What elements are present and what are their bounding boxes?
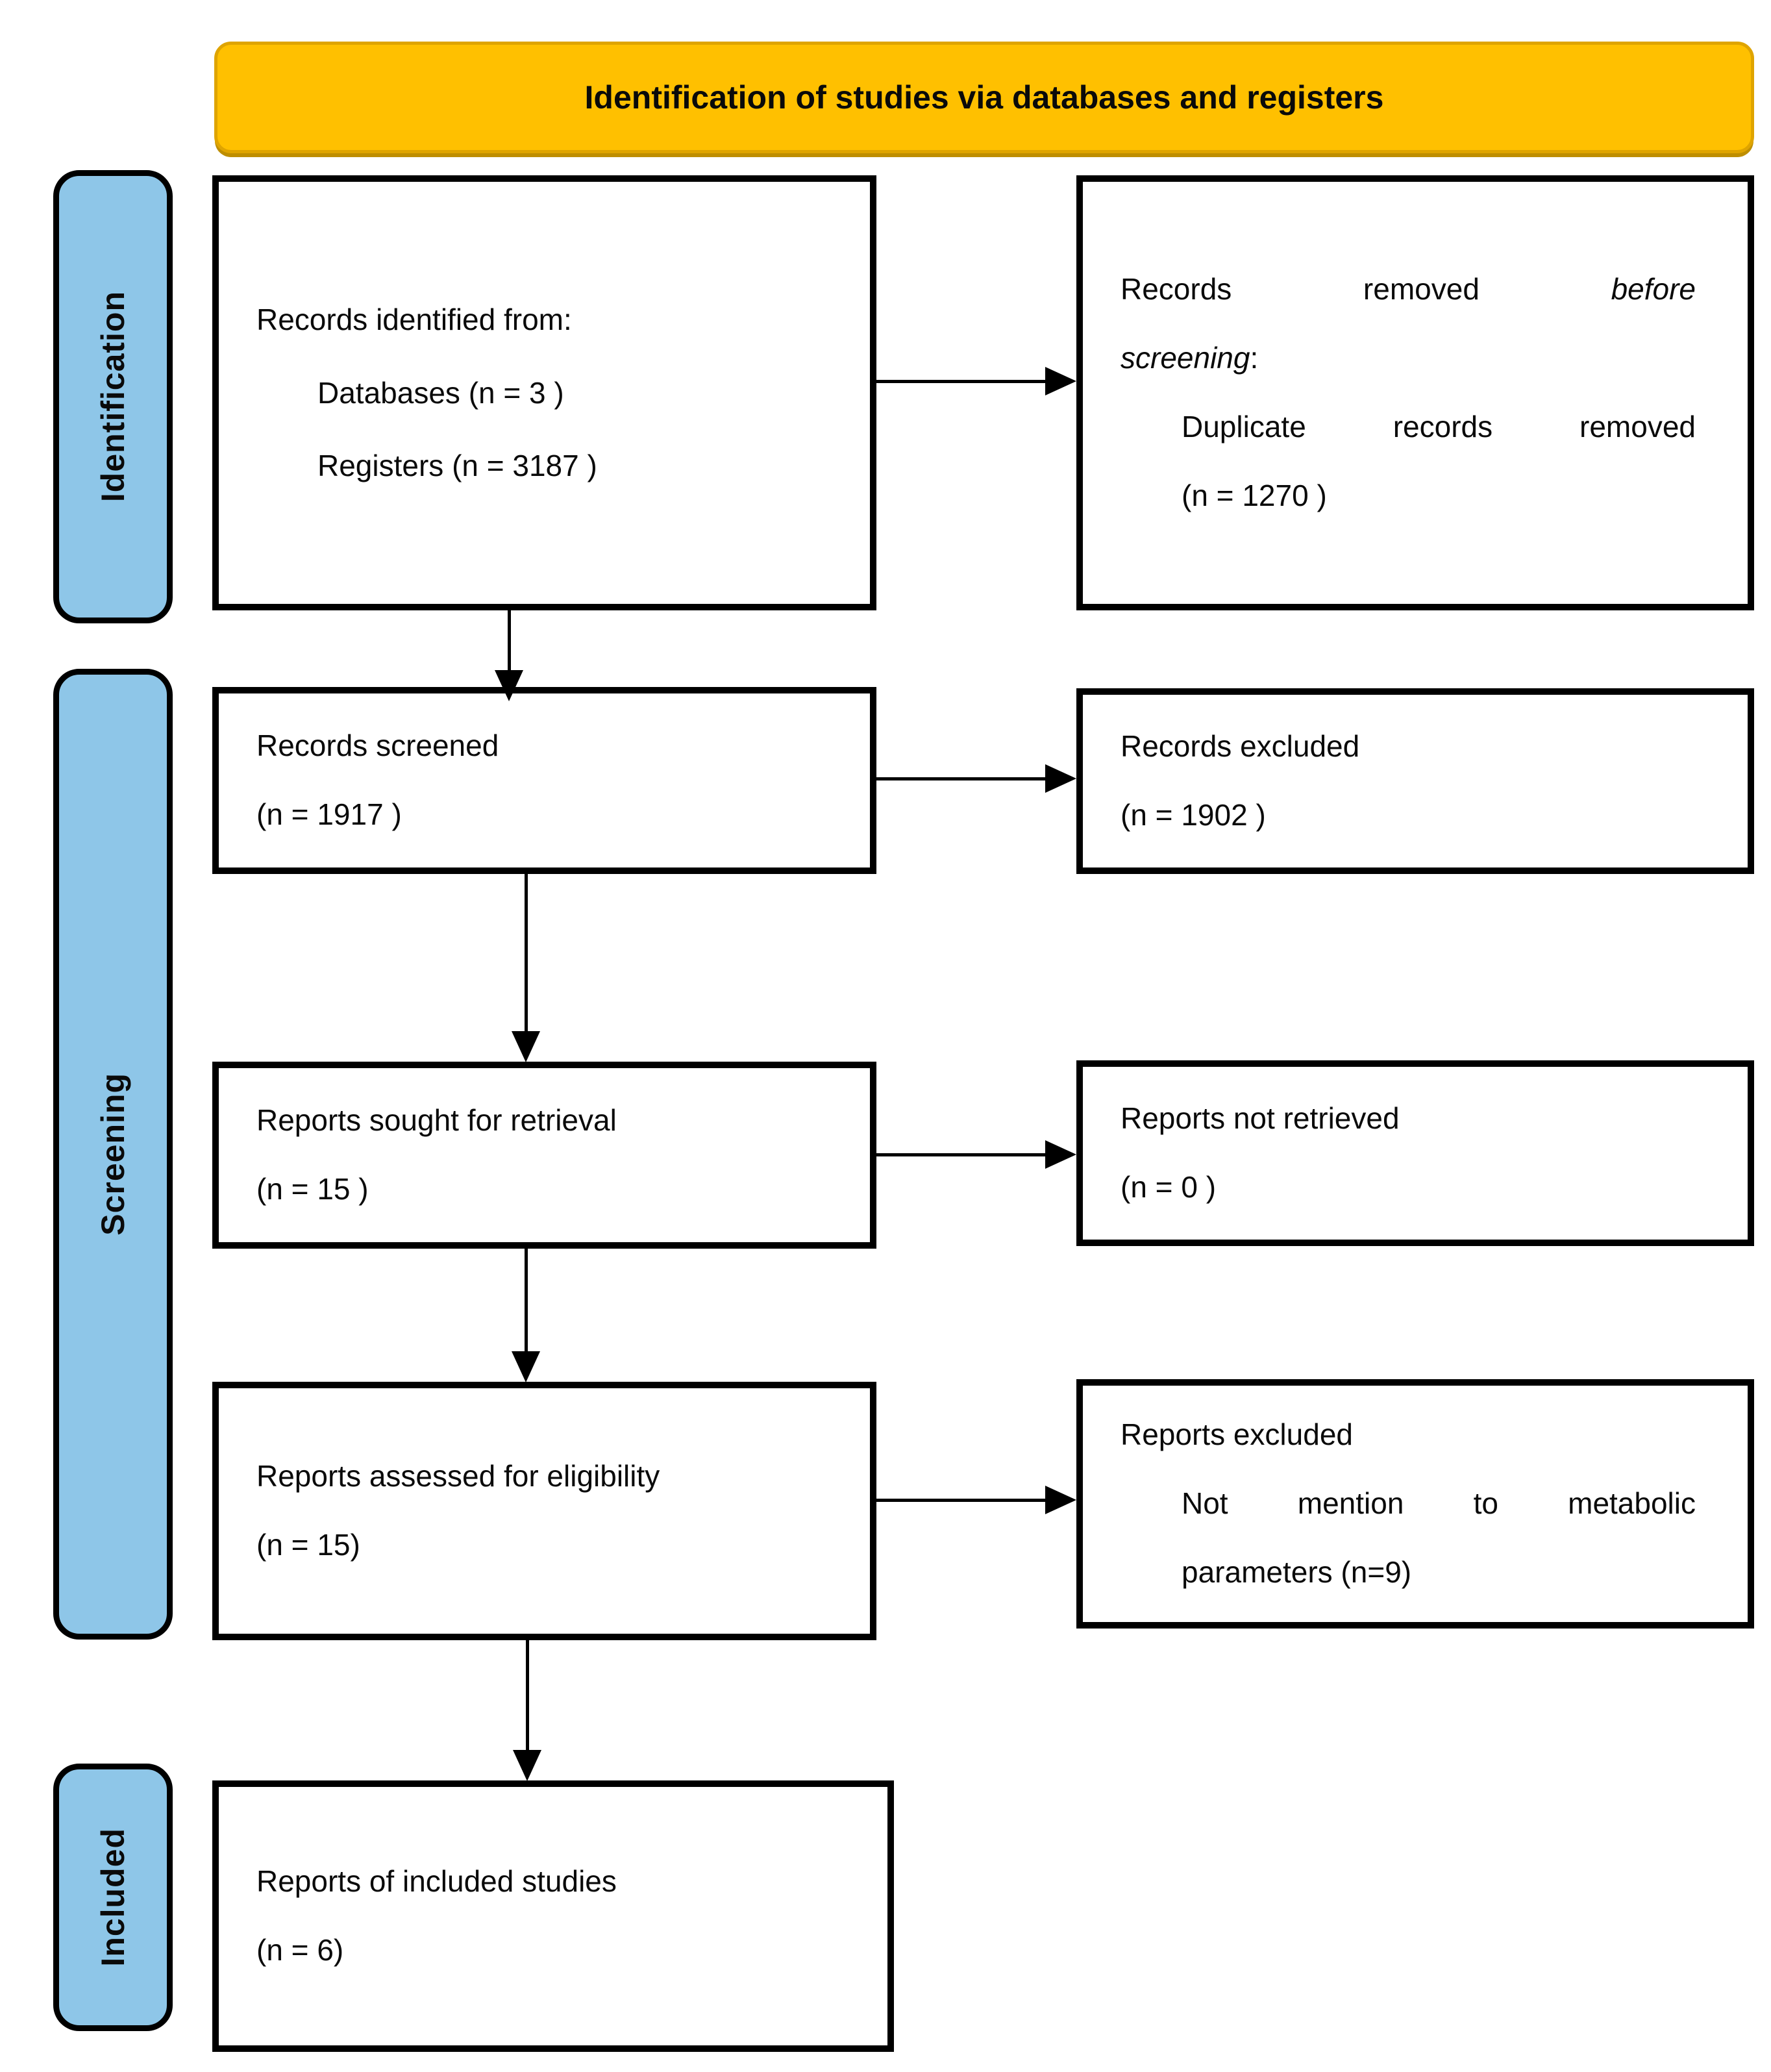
box-text-line: Registers (n = 3187 ) — [256, 429, 818, 503]
banner-title: Identification of studies via databases … — [584, 79, 1384, 116]
arrow-right-icon — [1045, 367, 1076, 395]
box-text-line: (n = 1917 ) — [256, 780, 818, 849]
text-segment: Databases (n = 3 ) — [317, 375, 564, 410]
arrow-sought-to-assessed-shaft — [525, 1249, 528, 1353]
arrow-assessed-to-excluded-shaft — [876, 1499, 1046, 1502]
box-text-line: Not mention to metabolic — [1121, 1469, 1696, 1538]
text-segment: screening — [1121, 341, 1250, 375]
box-text-line: screening: — [1121, 324, 1696, 393]
arrow-right-icon — [1045, 1486, 1076, 1514]
text-segment: (n = 6) — [256, 1933, 344, 1967]
box-text-line: (n = 6) — [256, 1916, 836, 1985]
text-segment: (n = 15) — [256, 1528, 360, 1562]
box-text-line: Reports of included studies — [256, 1847, 836, 1916]
box-reports-assessed-for-eligibility: Reports assessed for eligibility (n = 15) — [212, 1382, 876, 1640]
box-text-line: (n = 1902 ) — [1121, 781, 1696, 850]
text-segment: : — [1250, 341, 1259, 375]
arrow-assessed-to-included-shaft — [526, 1640, 529, 1752]
banner: Identification of studies via databases … — [214, 42, 1754, 153]
text-segment: Records screened — [256, 729, 499, 763]
box-text-line: Databases (n = 3 ) — [256, 356, 818, 430]
text-segment: Reports of included studies — [256, 1864, 617, 1899]
text-segment: (n = 1902 ) — [1121, 798, 1266, 832]
box-text-line: (n = 0 ) — [1121, 1153, 1696, 1222]
arrow-identified-to-removed-shaft — [876, 380, 1046, 383]
box-text-line: Records screened — [256, 712, 818, 780]
text-segment: (n = 15 ) — [256, 1172, 369, 1206]
box-text-line: Records identified from: — [256, 283, 818, 356]
box-records-excluded: Records excluded (n = 1902 ) — [1076, 688, 1754, 874]
stage-label-identification-text: Identification — [95, 291, 131, 503]
text-segment: Duplicate records removed — [1182, 410, 1696, 443]
box-records-screened: Records screened (n = 1917 ) — [212, 687, 876, 874]
text-segment: Records removed — [1121, 272, 1611, 306]
text-segment: Reports not retrieved — [1121, 1101, 1400, 1136]
stage-label-screening-text: Screening — [95, 1073, 131, 1236]
text-segment: (n = 1917 ) — [256, 797, 402, 831]
box-text-line: Duplicate records removed — [1121, 393, 1696, 462]
arrow-down-icon — [513, 1750, 541, 1781]
stage-label-identification: Identification — [53, 170, 173, 623]
text-segment: parameters (n=9) — [1182, 1554, 1412, 1589]
box-text-line: Reports not retrieved — [1121, 1084, 1696, 1153]
box-text-line: (n = 15 ) — [256, 1155, 818, 1224]
text-segment: Reports sought for retrieval — [256, 1103, 617, 1138]
arrow-sought-to-not-retrieved-shaft — [876, 1153, 1046, 1156]
box-text-line: (n = 15) — [256, 1511, 818, 1580]
text-segment: Records excluded — [1121, 729, 1360, 764]
arrow-right-icon — [1045, 764, 1076, 793]
text-segment: Not mention to metabolic — [1182, 1486, 1696, 1521]
box-text-line: (n = 1270 ) — [1121, 462, 1696, 530]
arrow-down-icon — [495, 670, 523, 701]
box-reports-not-retrieved: Reports not retrieved (n = 0 ) — [1076, 1060, 1754, 1246]
arrow-screened-to-sought-shaft — [525, 874, 528, 1032]
stage-label-included: Included — [53, 1764, 173, 2031]
box-text-line: Reports excluded — [1121, 1401, 1696, 1469]
text-segment: (n = 0 ) — [1121, 1170, 1217, 1204]
box-reports-sought-for-retrieval: Reports sought for retrieval (n = 15 ) — [212, 1062, 876, 1249]
text-segment: Records identified from: — [256, 302, 572, 336]
arrow-down-icon — [512, 1351, 540, 1382]
box-text-line: Reports assessed for eligibility — [256, 1442, 818, 1511]
stage-label-included-text: Included — [95, 1828, 131, 1967]
arrow-down-icon — [512, 1031, 540, 1062]
box-text-line: Records excluded — [1121, 712, 1696, 781]
box-text-line: Reports sought for retrieval — [256, 1086, 818, 1155]
arrow-right-icon — [1045, 1140, 1076, 1169]
text-segment: Reports assessed for eligibility — [256, 1459, 660, 1493]
text-segment: Reports excluded — [1121, 1417, 1353, 1452]
stage-label-screening: Screening — [53, 669, 173, 1640]
text-segment: Registers (n = 3187 ) — [317, 449, 597, 483]
box-records-identified: Records identified from: Databases (n = 3… — [212, 175, 876, 610]
box-text-line: parameters (n=9) — [1121, 1538, 1696, 1607]
arrow-identified-to-screened-shaft — [508, 610, 511, 673]
text-segment: (n = 1270 ) — [1182, 478, 1327, 512]
text-segment: before — [1611, 272, 1696, 306]
arrow-screened-to-excluded-shaft — [876, 777, 1046, 780]
box-reports-of-included-studies: Reports of included studies (n = 6) — [212, 1780, 894, 2052]
box-text-line: Records removed before — [1121, 255, 1696, 324]
